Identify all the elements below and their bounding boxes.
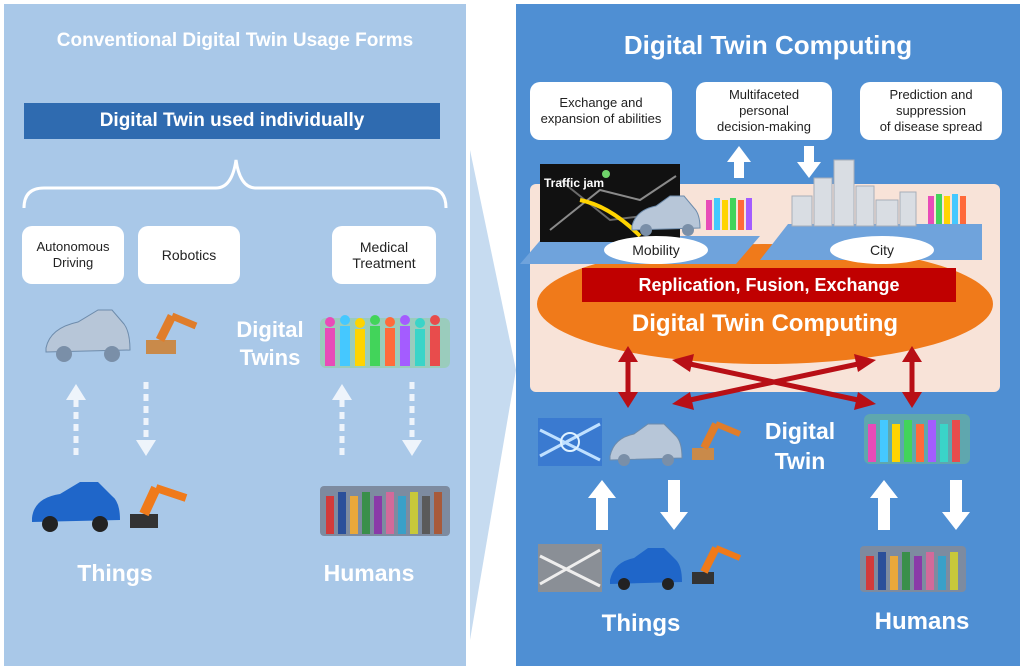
crowd-icon: [864, 414, 970, 464]
left-digital-twins-label: Digital Twins: [236, 317, 304, 370]
robot-arm-icon: [130, 484, 188, 528]
dashed-arrows: [66, 382, 422, 456]
car-icon: [45, 309, 131, 362]
car-icon: [32, 482, 120, 532]
box-robotics: Robotics: [138, 226, 240, 284]
right-humans-label: Humans: [874, 608, 970, 635]
robot-arm-icon: [146, 312, 198, 354]
core-label: Digital Twin Computing: [631, 310, 899, 337]
replication-banner: Replication, Fusion, Exchange: [582, 268, 956, 302]
city-icon: [791, 159, 917, 227]
car-icon: [610, 548, 682, 590]
box-autonomous-driving: Autonomous Driving: [22, 226, 124, 284]
box-medical-treatment: Medical Treatment: [332, 226, 436, 284]
left-things-label: Things: [77, 560, 153, 586]
left-humans-label: Humans: [323, 560, 415, 586]
car-icon: [631, 195, 701, 236]
right-things-label: Things: [601, 610, 681, 637]
twin-arrows: [588, 480, 970, 530]
robot-arm-icon: [692, 545, 742, 584]
city-label: City: [830, 236, 934, 264]
map-icon: [538, 418, 602, 466]
exchange-arrows: [618, 346, 922, 410]
individual-banner: Digital Twin used individually: [24, 103, 440, 139]
box-exchange-abilities: Exchange and expansion of abilities: [530, 82, 672, 140]
box-decision-making: Multifaceted personal decision-making: [696, 82, 832, 140]
crowd-icon: [928, 194, 966, 224]
crowd-icon: [320, 315, 450, 368]
left-title: Conventional Digital Twin Usage Forms: [56, 30, 414, 51]
crowd-icon: [706, 198, 752, 230]
right-digital-twin-label: Digital Twin: [764, 418, 836, 474]
crowd-icon: [320, 486, 450, 536]
traffic-jam-label: Traffic jam: [544, 176, 605, 190]
right-title: Digital Twin Computing: [623, 30, 913, 60]
box-disease-spread: Prediction and suppression of disease sp…: [860, 82, 1002, 140]
crowd-icon: [860, 546, 966, 592]
map-icon: [538, 544, 602, 592]
car-icon: [609, 423, 683, 466]
box-arrows: [727, 146, 821, 178]
mobility-label: Mobility: [604, 236, 708, 264]
robot-arm-icon: [692, 421, 742, 460]
